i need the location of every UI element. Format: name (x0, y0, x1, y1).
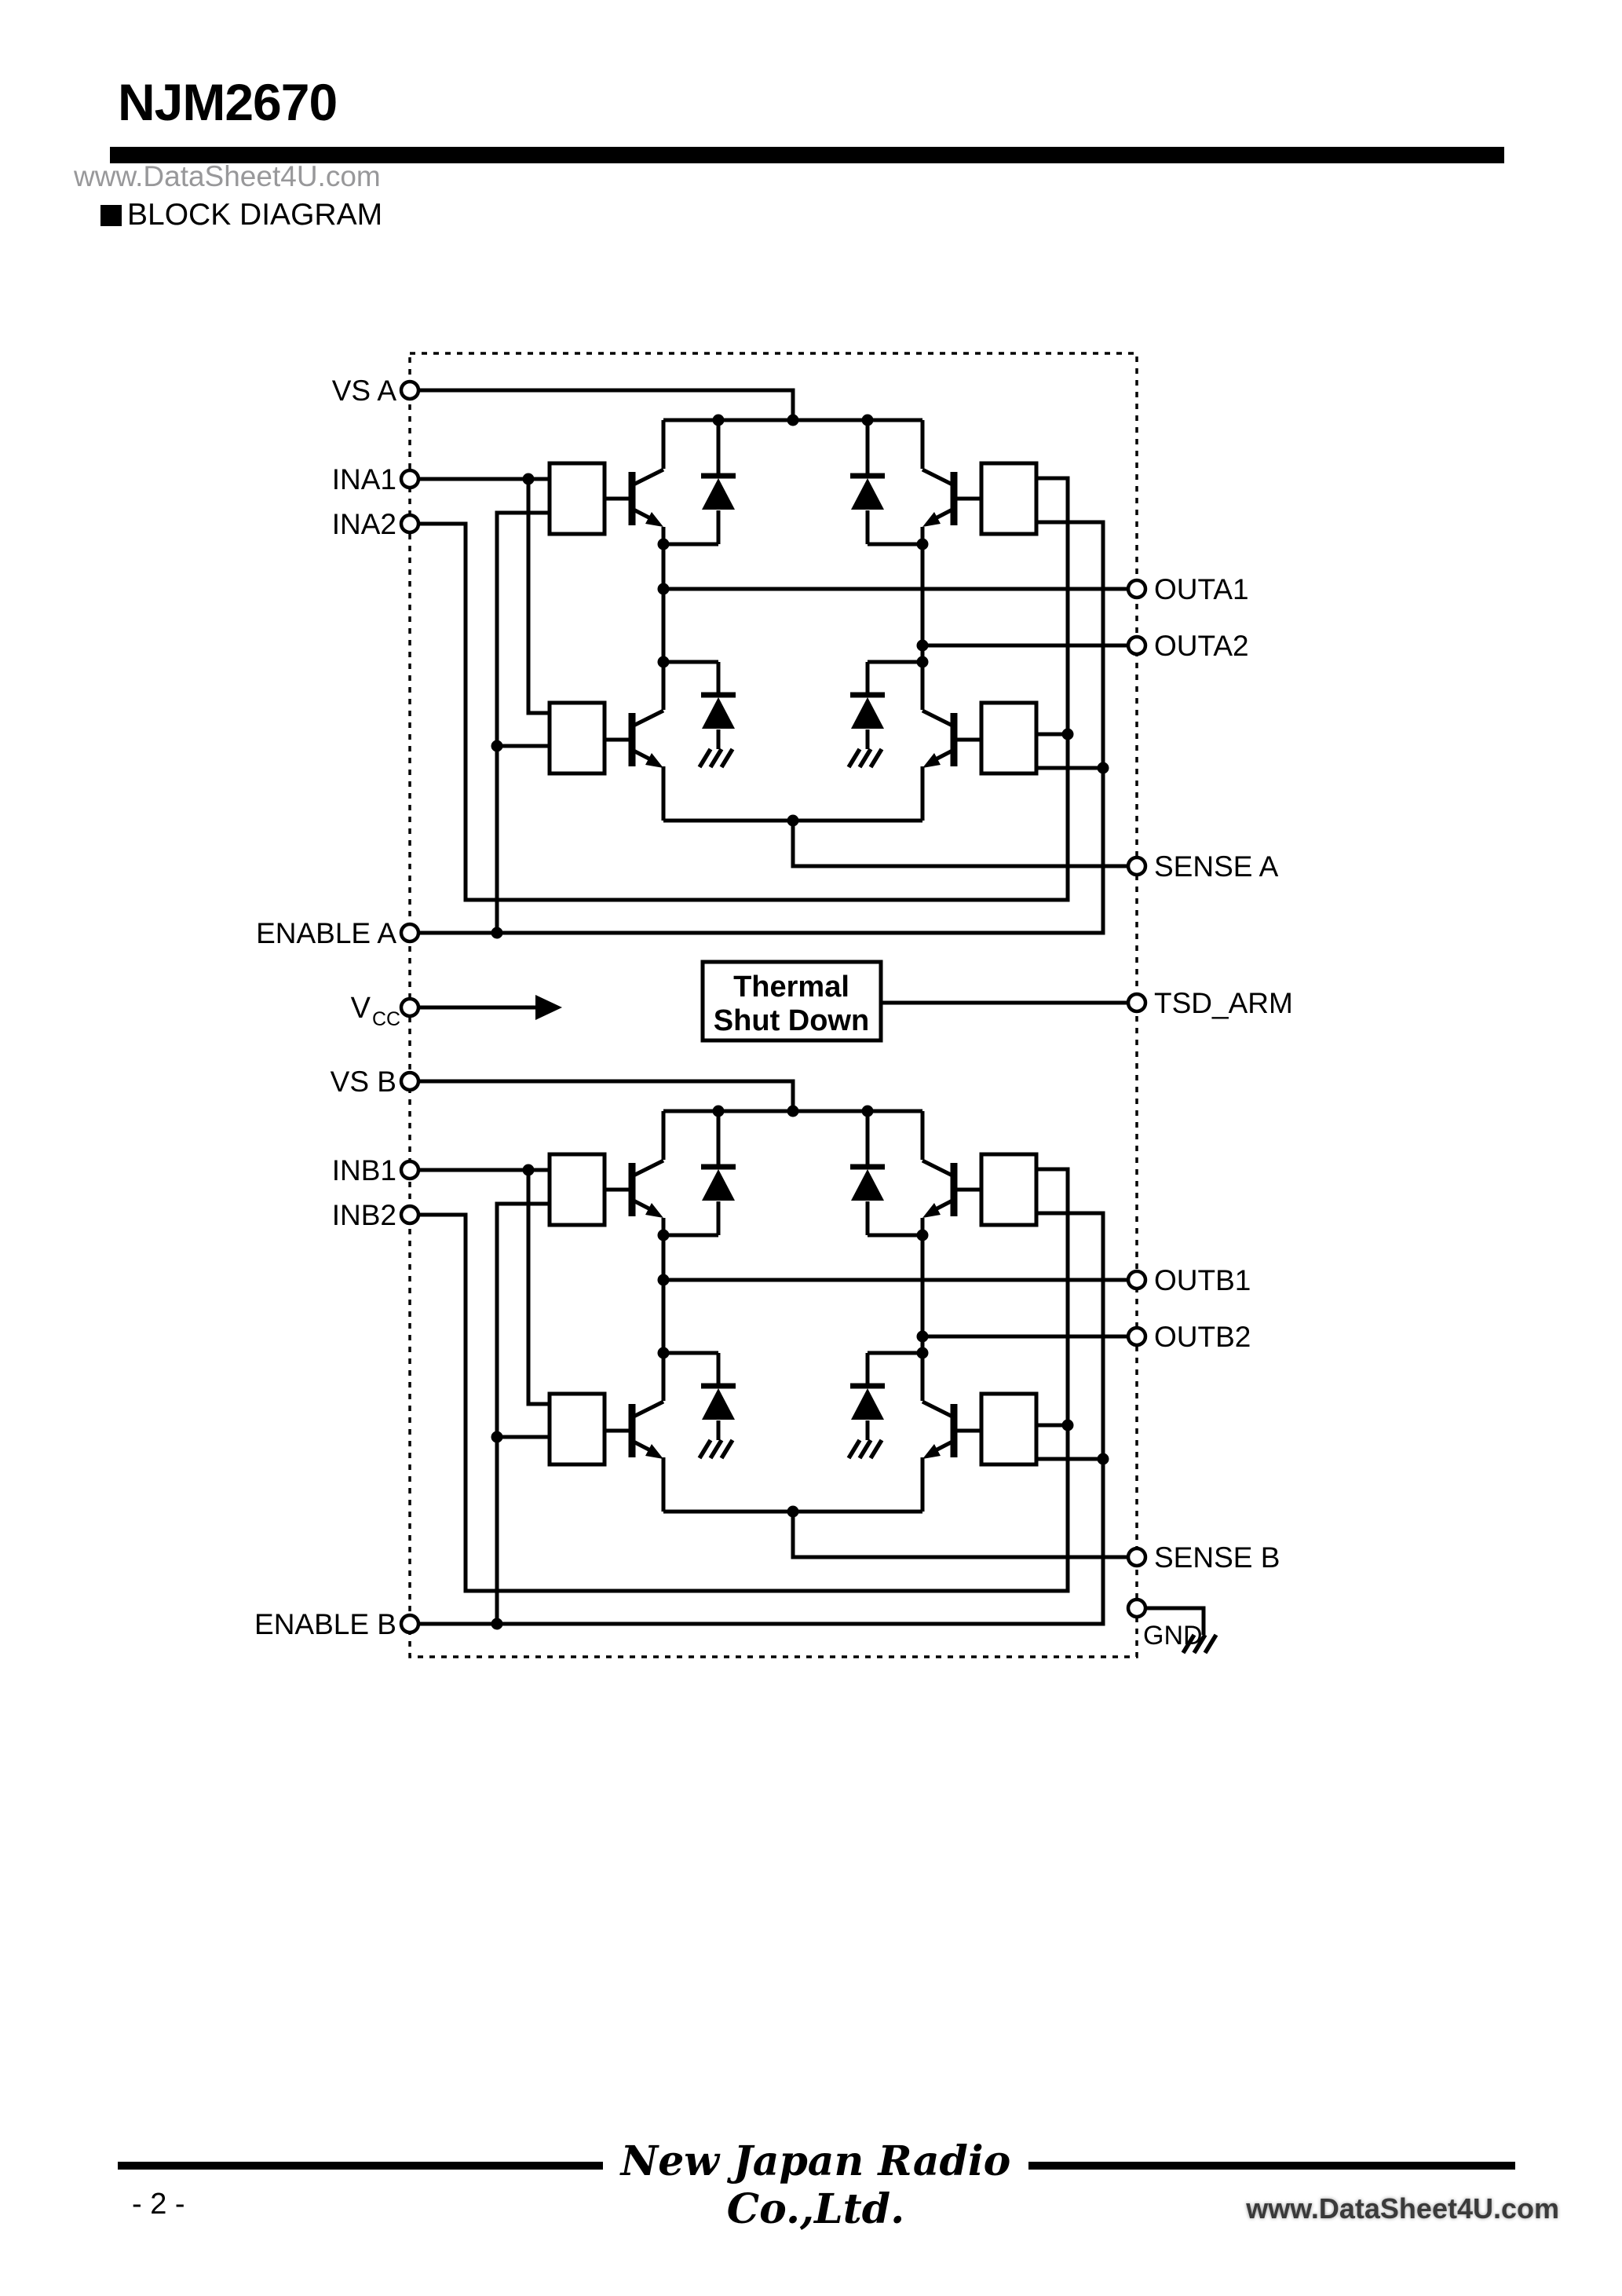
transistor-base-bars (628, 472, 958, 766)
gnd-ground-icon (1181, 1633, 1218, 1654)
page-title: NJM2670 (118, 73, 338, 131)
diode-cathode-bars (701, 473, 885, 698)
predriver-blocks (547, 461, 1039, 776)
tsd-label-line2: Shut Down (714, 1004, 869, 1037)
section-heading-label: BLOCK DIAGRAM (127, 198, 383, 232)
pin-label-enablea: ENABLE A (256, 917, 396, 949)
pin-label-outb2: OUTB2 (1154, 1321, 1251, 1353)
diode-icons (702, 478, 884, 729)
pin-label-vsa: VS A (332, 375, 397, 407)
gnd-pin: GND (1126, 1597, 1218, 1654)
pin-label-vcc-sub: CC (372, 1008, 400, 1030)
right-arrow-icon (535, 995, 562, 1020)
pin-label-outa2: OUTA2 (1154, 630, 1249, 662)
left-pin-labels: VS A INA1 INA2 ENABLE A V CC VS B INB1 I… (254, 375, 400, 1640)
emitter-arrow-icons (645, 512, 941, 768)
h-bridge-channel-a (399, 379, 1148, 944)
page-number: - 2 - (132, 2188, 185, 2221)
pin-label-inb2: INB2 (332, 1199, 396, 1231)
tsd-arm-terminal-icon (1126, 992, 1148, 1014)
footer-rule-left (118, 2162, 603, 2170)
section-bullet-icon (100, 204, 122, 226)
h-bridge-channel-b (401, 1073, 1145, 1632)
pin-label-vcc: V (351, 992, 371, 1025)
pin-label-outa1: OUTA1 (1154, 573, 1249, 605)
watermark-top: www.DataSheet4U.com (74, 160, 381, 192)
pin-label-inb1: INB1 (332, 1154, 396, 1186)
vcc-terminal-icon (399, 996, 421, 1018)
company-logo: New Japan Radio Co.,Ltd. (620, 2137, 1011, 2233)
pin-label-ina1: INA1 (332, 463, 396, 495)
tsd-label-line1: Thermal (733, 971, 849, 1004)
junction-dots (491, 414, 1109, 939)
thermal-shutdown-block: Thermal Shut Down (700, 960, 1148, 1043)
gnd-terminal-icon (1126, 1597, 1148, 1619)
ground-icons (697, 748, 884, 769)
pin-label-vsb: VS B (331, 1066, 396, 1098)
watermark-bottom: www.DataSheet4U.com (1246, 2192, 1559, 2225)
pin-label-gnd: GND (1143, 1621, 1203, 1651)
pin-label-outb1: OUTB1 (1154, 1264, 1251, 1296)
pin-label-tsdarm: TSD_ARM (1154, 987, 1293, 1019)
pin-label-ina2: INA2 (332, 508, 396, 540)
pin-label-enableb: ENABLE B (254, 1608, 396, 1640)
title-rule (110, 147, 1504, 163)
pin-label-sensea: SENSE A (1154, 850, 1279, 883)
transistor-leads (632, 467, 954, 765)
footer-rule-right (1028, 2162, 1515, 2170)
pin-terminal-icons (399, 379, 1148, 944)
gnd-wire (1145, 1606, 1206, 1635)
pin-label-senseb: SENSE B (1154, 1541, 1280, 1574)
section-heading: BLOCK DIAGRAM (100, 198, 382, 232)
vcc-arrow (399, 995, 562, 1020)
right-pin-labels: OUTA1 OUTA2 SENSE A TSD_ARM OUTB1 OUTB2 … (1154, 573, 1293, 1574)
